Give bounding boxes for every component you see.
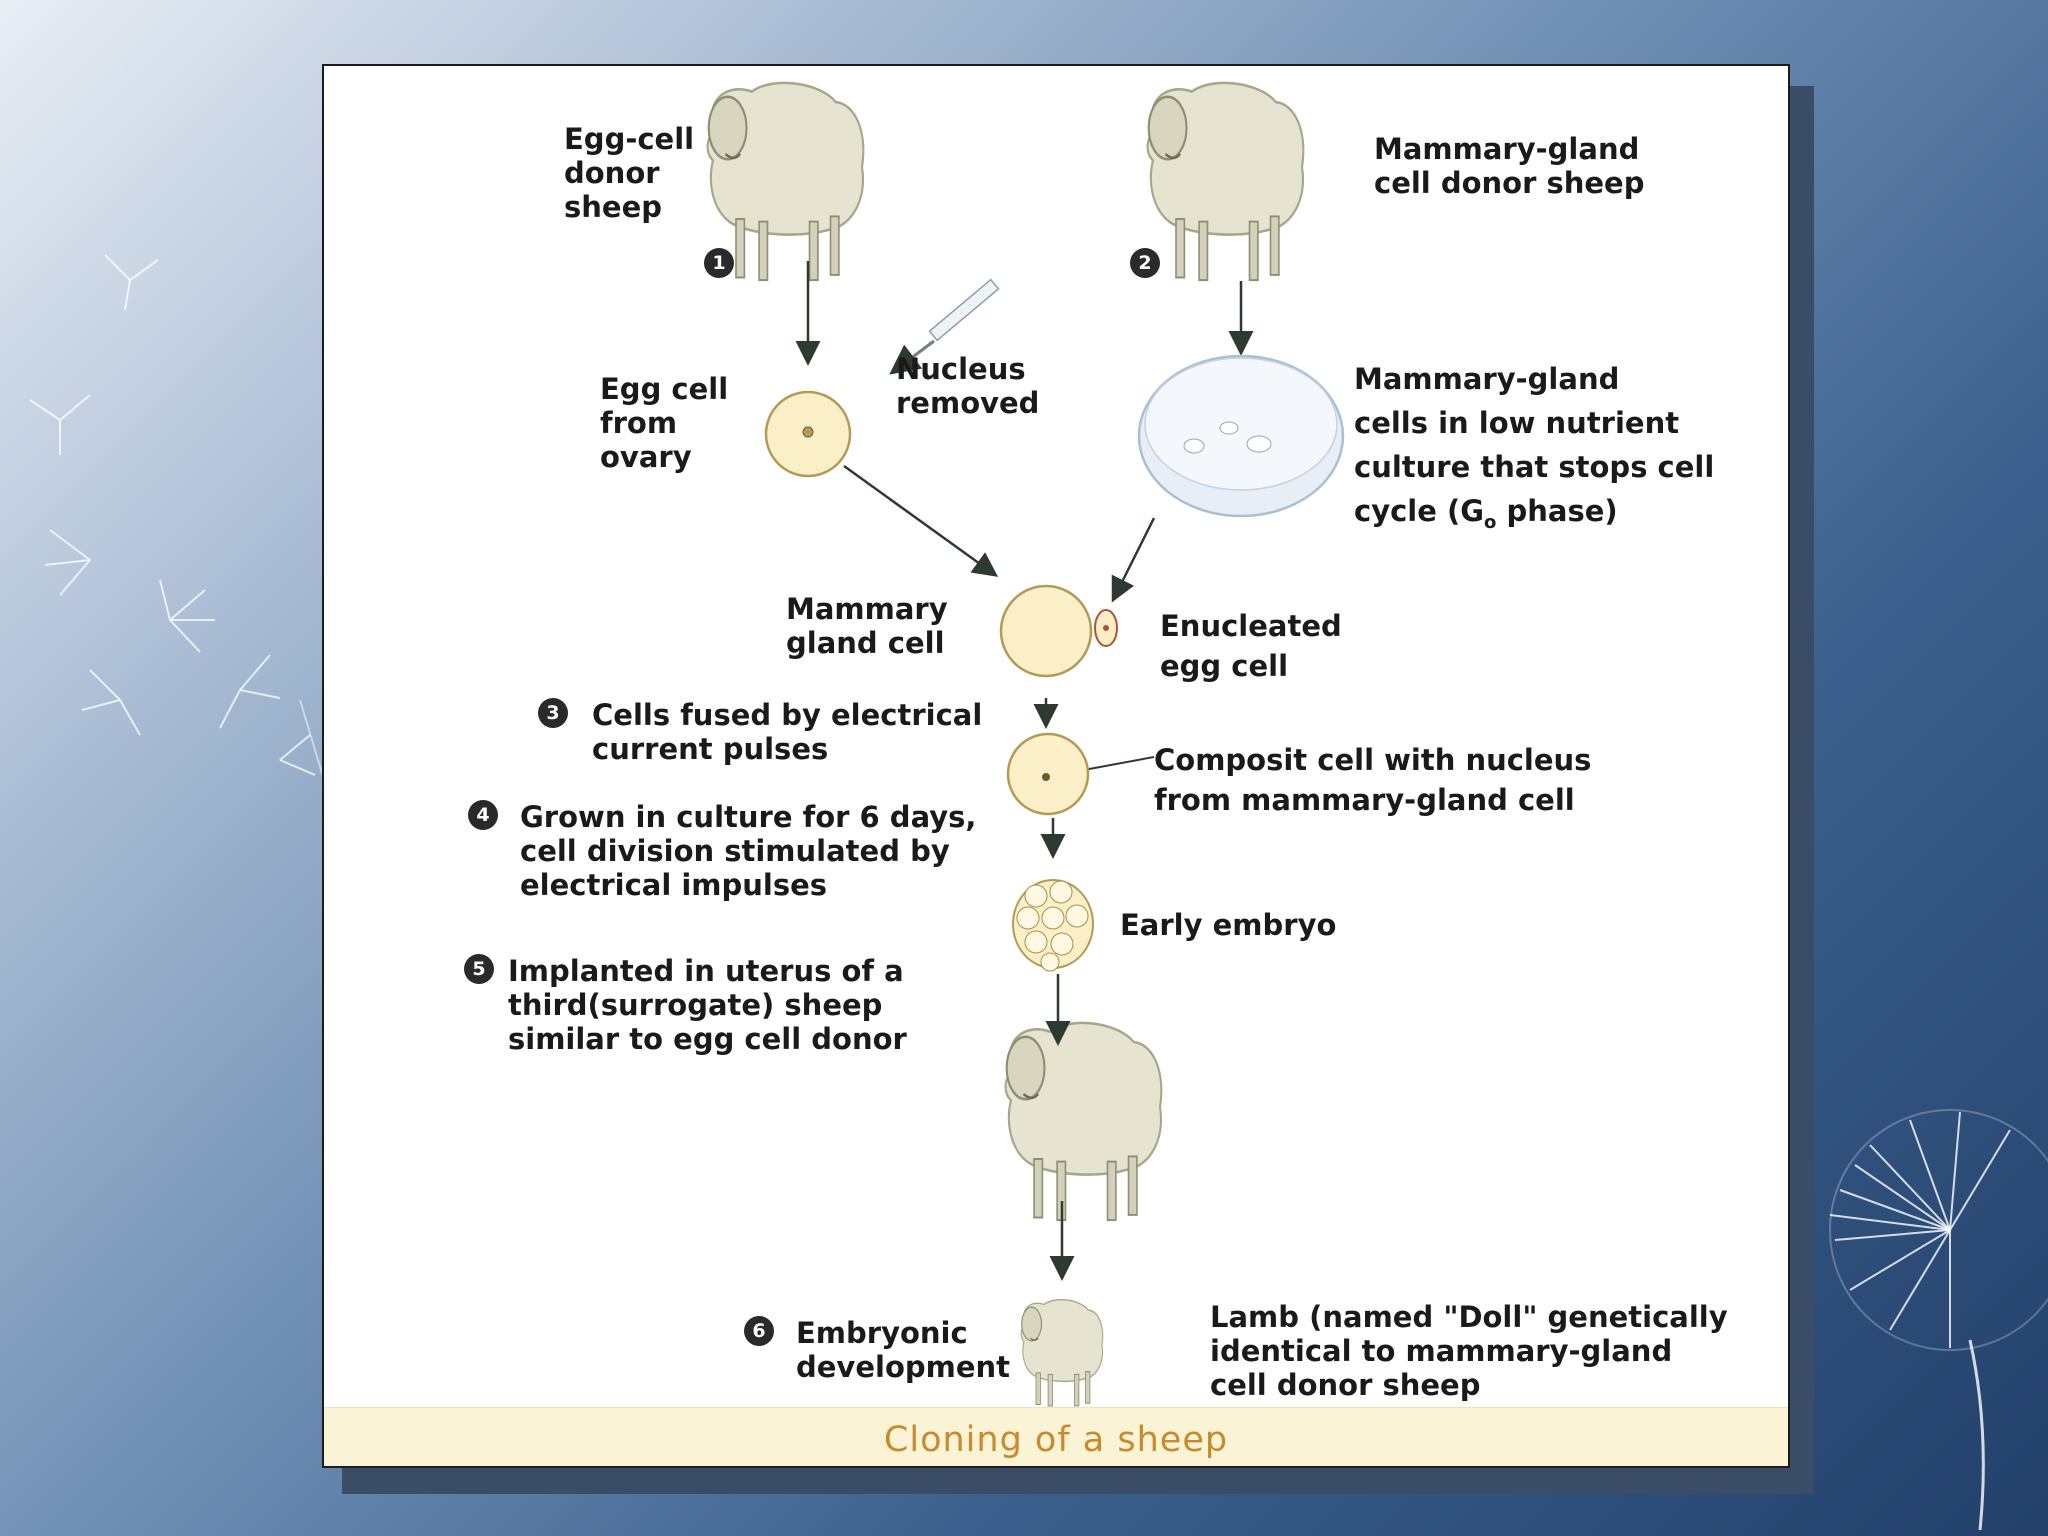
lamb-label: Lamb (named "Doll" genetically identical…	[1210, 1300, 1728, 1402]
caption-strip	[324, 1407, 1788, 1466]
arrow-culture-to-cell	[1111, 517, 1156, 603]
step-5-badge: 5	[464, 954, 494, 984]
culture-subscript: o	[1484, 511, 1497, 533]
surrogate-sheep-icon	[1004, 1021, 1163, 1222]
arrow-egg-to-enucleated	[843, 464, 999, 577]
step-4-badge: 4	[468, 800, 498, 830]
nucleus-removed-label: Nucleus removed	[896, 352, 1040, 420]
step-3-badge: 3	[538, 698, 568, 728]
culture-line-3: culture that stops cell	[1354, 450, 1715, 484]
culture-line-2: cells in low nutrient	[1354, 406, 1680, 440]
grown-label: Grown in culture for 6 days, cell divisi…	[520, 800, 977, 902]
composit-label: Composit cell with nucleus from mammary-…	[1154, 743, 1592, 817]
implanted-label: Implanted in uterus of a third(surrogate…	[508, 954, 907, 1056]
early-embryo-icon	[1012, 879, 1094, 972]
diagram-panel: 1 2 3 4 5 6 Egg-cell donor sheep Mammary…	[322, 64, 1790, 1468]
egg-cell-label: Egg cell from ovary	[600, 372, 729, 474]
enucleated-label: Enucleated egg cell	[1160, 609, 1342, 683]
culture-line-4a: cycle (G	[1354, 494, 1485, 528]
lamb-icon	[1020, 1299, 1104, 1407]
diagram-artwork	[706, 81, 1345, 1407]
culture-line-1: Mammary-gland	[1354, 362, 1620, 396]
step-2-badge: 2	[1130, 248, 1160, 278]
egg-donor-sheep-icon	[706, 81, 865, 282]
culture-line-4b: phase)	[1496, 494, 1618, 528]
mammary-donor-label: Mammary-gland cell donor sheep	[1374, 132, 1645, 200]
fused-label: Cells fused by electrical current pulses	[592, 698, 983, 766]
egg-donor-label: Egg-cell donor sheep	[564, 122, 695, 224]
embryonic-label: Embryonic development	[796, 1316, 1011, 1384]
mammary-cell-icon	[999, 584, 1093, 678]
pipette-icon	[889, 278, 1000, 375]
figure-caption: Cloning of a sheep	[883, 1420, 1229, 1460]
early-embryo-label: Early embryo	[1120, 908, 1337, 942]
mammary-donor-sheep-icon	[1146, 81, 1305, 282]
petri-dish-icon	[1137, 354, 1345, 518]
step-6-badge: 6	[744, 1316, 774, 1346]
mammary-cell-label: Mammary gland cell	[786, 592, 948, 660]
step-1-badge: 1	[704, 248, 734, 278]
culture-label: Mammary-gland cells in low nutrient cult…	[1354, 362, 1714, 540]
